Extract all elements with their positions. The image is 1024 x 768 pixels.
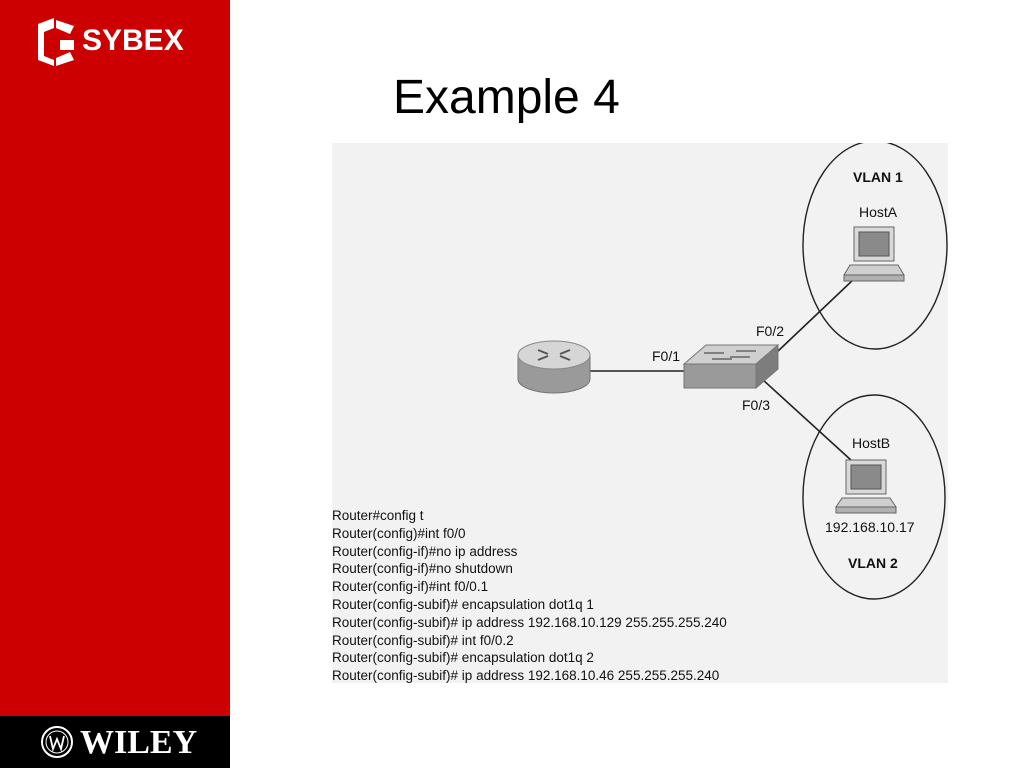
- hostb-label: HostB: [852, 435, 891, 451]
- sybex-wordmark: SYBEX: [82, 24, 184, 57]
- router-icon: [517, 340, 591, 394]
- config-line: Router(config-subif)# ip address 192.168…: [332, 668, 720, 684]
- wiley-seal-icon: [41, 726, 73, 758]
- port-f0-3-label: F0/3: [742, 397, 771, 413]
- sidebar: SYBEX: [0, 0, 230, 716]
- sybex-mark-icon: [38, 18, 74, 66]
- config-line: Router(config-subif)# encapsulation dot1…: [332, 596, 594, 612]
- hosta-label: HostA: [859, 204, 898, 220]
- hostb-computer-icon: [835, 459, 897, 514]
- vlan2-boundary: [802, 394, 946, 600]
- port-f0-1-label: F0/1: [652, 348, 681, 364]
- slide-title: Example 4: [393, 71, 620, 124]
- link-switch-hostb: [761, 378, 853, 462]
- link-switch-hosta: [775, 278, 855, 354]
- router-config-listing: Router#config t Router(config)#int f0/0 …: [332, 507, 727, 685]
- vlan2-label: VLAN 2: [848, 555, 898, 571]
- hosta-computer-icon: [843, 226, 905, 282]
- port-f0-2-label: F0/2: [756, 323, 785, 339]
- config-line: Router(config-if)#no ip address: [332, 543, 518, 559]
- config-line: Router(config)#int f0/0: [332, 525, 466, 541]
- footer: WILEY: [0, 716, 230, 768]
- hostb-ip-label: 192.168.10.17: [825, 519, 915, 535]
- config-line: Router(config-subif)# encapsulation dot1…: [332, 650, 594, 666]
- config-line: Router(config-if)#no shutdown: [332, 561, 513, 577]
- vlan1-boundary: [802, 143, 948, 350]
- config-line: Router#config t: [332, 508, 424, 523]
- sybex-logo: SYBEX: [30, 18, 200, 68]
- config-line: Router(config-subif)# ip address 192.168…: [332, 614, 727, 630]
- network-topology: [517, 143, 948, 600]
- switch-icon: [682, 343, 780, 390]
- config-line: Router(config-if)#int f0/0.1: [332, 579, 489, 595]
- vlan1-label: VLAN 1: [853, 169, 903, 185]
- config-line: Router(config-subif)# int f0/0.2: [332, 632, 514, 648]
- wiley-wordmark: WILEY: [80, 724, 198, 761]
- network-diagram: VLAN 1 HostA F0/2 F0/1 F0/3 HostB 192.16…: [332, 143, 948, 683]
